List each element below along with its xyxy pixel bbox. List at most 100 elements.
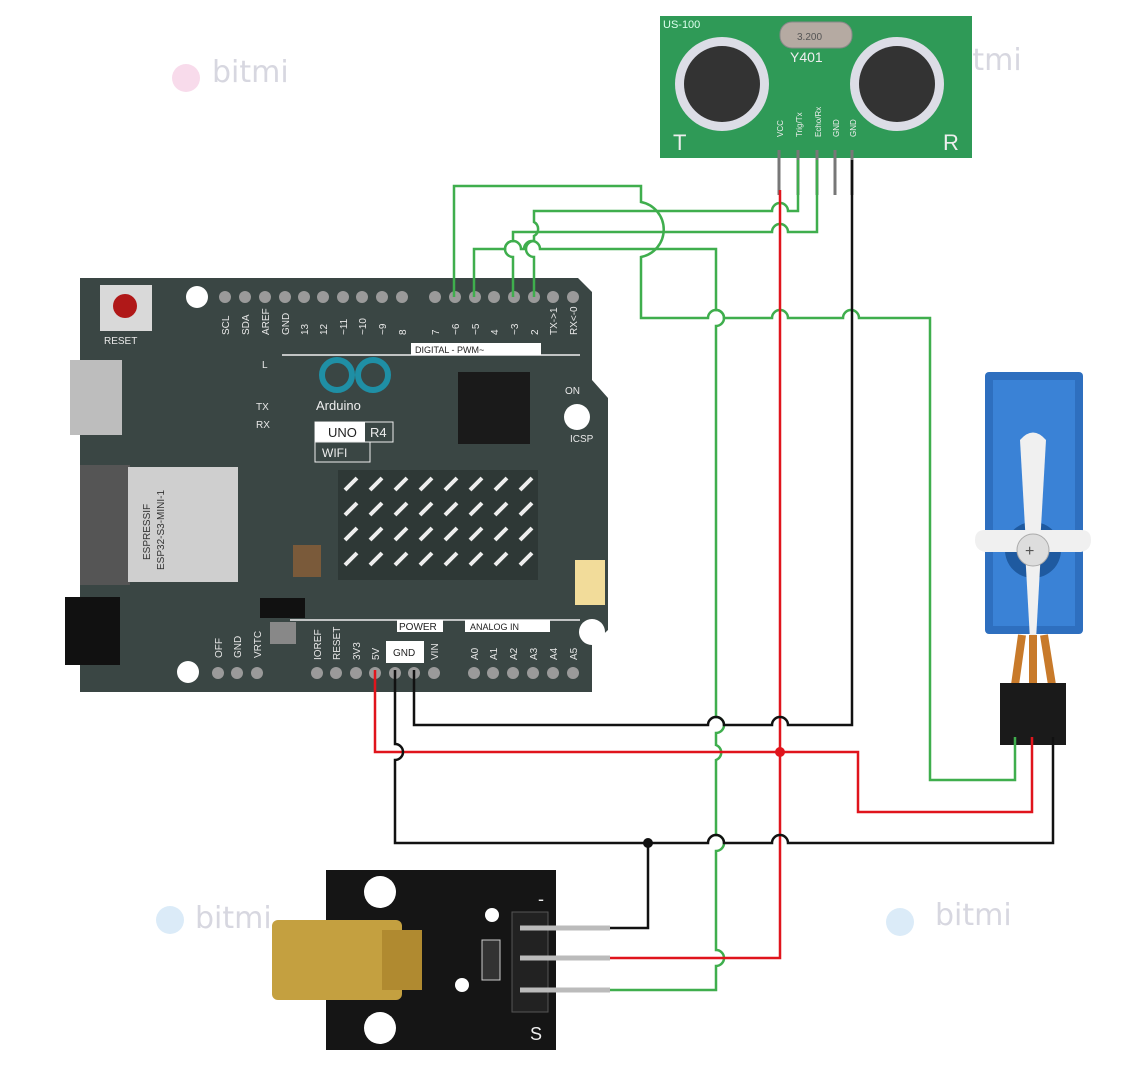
- header-pin[interactable]: [231, 667, 243, 679]
- pin-label: 3V3: [352, 642, 363, 660]
- header-pin[interactable]: [337, 291, 349, 303]
- header-pin[interactable]: [219, 291, 231, 303]
- pin-label: ~9: [378, 323, 389, 335]
- pin-label: GND: [233, 636, 244, 658]
- header-pin[interactable]: [259, 291, 271, 303]
- pin-label: SCL: [221, 315, 232, 335]
- sensor-pin-label: GND: [832, 119, 841, 137]
- header-pin[interactable]: [527, 667, 539, 679]
- screw-icon: +: [1025, 543, 1034, 560]
- pin-label: ~3: [510, 323, 521, 335]
- header-pin[interactable]: [547, 667, 559, 679]
- header-pin[interactable]: [212, 667, 224, 679]
- pin-label: ~11: [339, 318, 350, 335]
- header-pin[interactable]: [567, 667, 579, 679]
- led-rx-label: RX: [256, 420, 270, 431]
- analog-label: ANALOG IN: [470, 622, 519, 632]
- pin-label: 8: [398, 329, 409, 335]
- ref-label: Y401: [790, 49, 823, 65]
- header-pin[interactable]: [279, 291, 291, 303]
- header-pin[interactable]: [356, 291, 368, 303]
- pin-label: A2: [509, 647, 520, 660]
- watermark-text: bitmi: [212, 55, 289, 90]
- header-pin[interactable]: [350, 667, 362, 679]
- pin-label: RESET: [332, 627, 343, 660]
- wires: [373, 160, 1055, 992]
- header-pin[interactable]: [330, 667, 342, 679]
- header-pin[interactable]: [298, 291, 310, 303]
- pin-label: ~5: [471, 323, 482, 335]
- header-pin[interactable]: [317, 291, 329, 303]
- pin-label: TX->1: [549, 307, 560, 335]
- pin-label: 5V: [371, 647, 382, 660]
- servo-connector: [1000, 683, 1066, 745]
- header-pin[interactable]: [376, 291, 388, 303]
- servo-motor: +: [975, 372, 1091, 745]
- wire-pin2-to-trig: [524, 160, 800, 297]
- header-pin[interactable]: [429, 291, 441, 303]
- led-tx-label: TX: [256, 402, 269, 413]
- pin-label: GND: [281, 313, 292, 335]
- r-label: R: [943, 130, 959, 155]
- laser-module-ky-008: - S: [272, 870, 610, 1050]
- wire-5v-to-servo: [373, 670, 1034, 814]
- reset-label: RESET: [104, 336, 137, 347]
- pin-label: SDA: [241, 314, 252, 335]
- rev-label: R4: [370, 425, 387, 440]
- module-brand: ESPRESSIF: [142, 504, 153, 560]
- pin-label: 7: [431, 329, 442, 335]
- led-l-label: L: [262, 360, 268, 371]
- module-name: ESP32-S3-MINI-1: [156, 490, 167, 570]
- mcu-chip: [458, 372, 530, 444]
- header-pin[interactable]: [239, 291, 251, 303]
- header-pin[interactable]: [507, 667, 519, 679]
- pin-label: IOREF: [313, 629, 324, 660]
- pin-label: ~6: [451, 323, 462, 335]
- sensor-pin-label: Echo/Rx: [814, 107, 823, 137]
- pin-label: OFF: [214, 638, 225, 658]
- minus-label: -: [538, 889, 544, 909]
- arduino-uno-r4-wifi-board: RESET ESPRESSIF ESP32-S3-MINI-1 Arduino …: [65, 278, 608, 692]
- esp32-module: [128, 467, 238, 582]
- header-pin[interactable]: [428, 667, 440, 679]
- header-pin[interactable]: [487, 667, 499, 679]
- sensor-pin-label: VCC: [776, 120, 785, 137]
- watermark-text: bitmi: [195, 901, 272, 936]
- wire-gnd-to-servo-laser: [393, 670, 1055, 930]
- pin-label: A1: [489, 647, 500, 660]
- header-pin[interactable]: [251, 667, 263, 679]
- header-pin[interactable]: [396, 291, 408, 303]
- header-pin[interactable]: [468, 667, 480, 679]
- pin-label: 4: [490, 329, 501, 335]
- header-pin[interactable]: [567, 291, 579, 303]
- model-label: UNO: [328, 425, 357, 440]
- pin-label: RX<-0: [569, 306, 580, 335]
- power-label: POWER: [399, 622, 437, 633]
- arduino-logo: Arduino: [316, 357, 391, 413]
- watermark-text: bitmi: [935, 898, 1012, 933]
- watermark-logo: bitmi bitmi bitmi bitmi: [156, 43, 1022, 936]
- laser-diode: [272, 920, 402, 1000]
- pin-label: ~10: [358, 318, 369, 335]
- wire-sensor-vcc: [610, 190, 782, 960]
- pin-label: AREF: [261, 308, 272, 335]
- pin-label: VIN: [430, 643, 441, 660]
- header-pin[interactable]: [547, 291, 559, 303]
- variant-label: WIFI: [322, 446, 347, 460]
- header-pin[interactable]: [311, 667, 323, 679]
- brand-label: Arduino: [316, 398, 361, 413]
- led-on-label: ON: [565, 386, 580, 397]
- pin-label: A4: [549, 647, 560, 660]
- pin-label: A5: [569, 647, 580, 660]
- pin-label: A0: [470, 647, 481, 660]
- servo-horn: [1016, 533, 1050, 567]
- dc-power-jack: [65, 597, 120, 665]
- header-pin[interactable]: [488, 291, 500, 303]
- sensor-pin-label: GND: [849, 119, 858, 137]
- signal-label: S: [530, 1024, 542, 1044]
- pin-label: A3: [529, 647, 540, 660]
- pin-label: 13: [300, 323, 311, 335]
